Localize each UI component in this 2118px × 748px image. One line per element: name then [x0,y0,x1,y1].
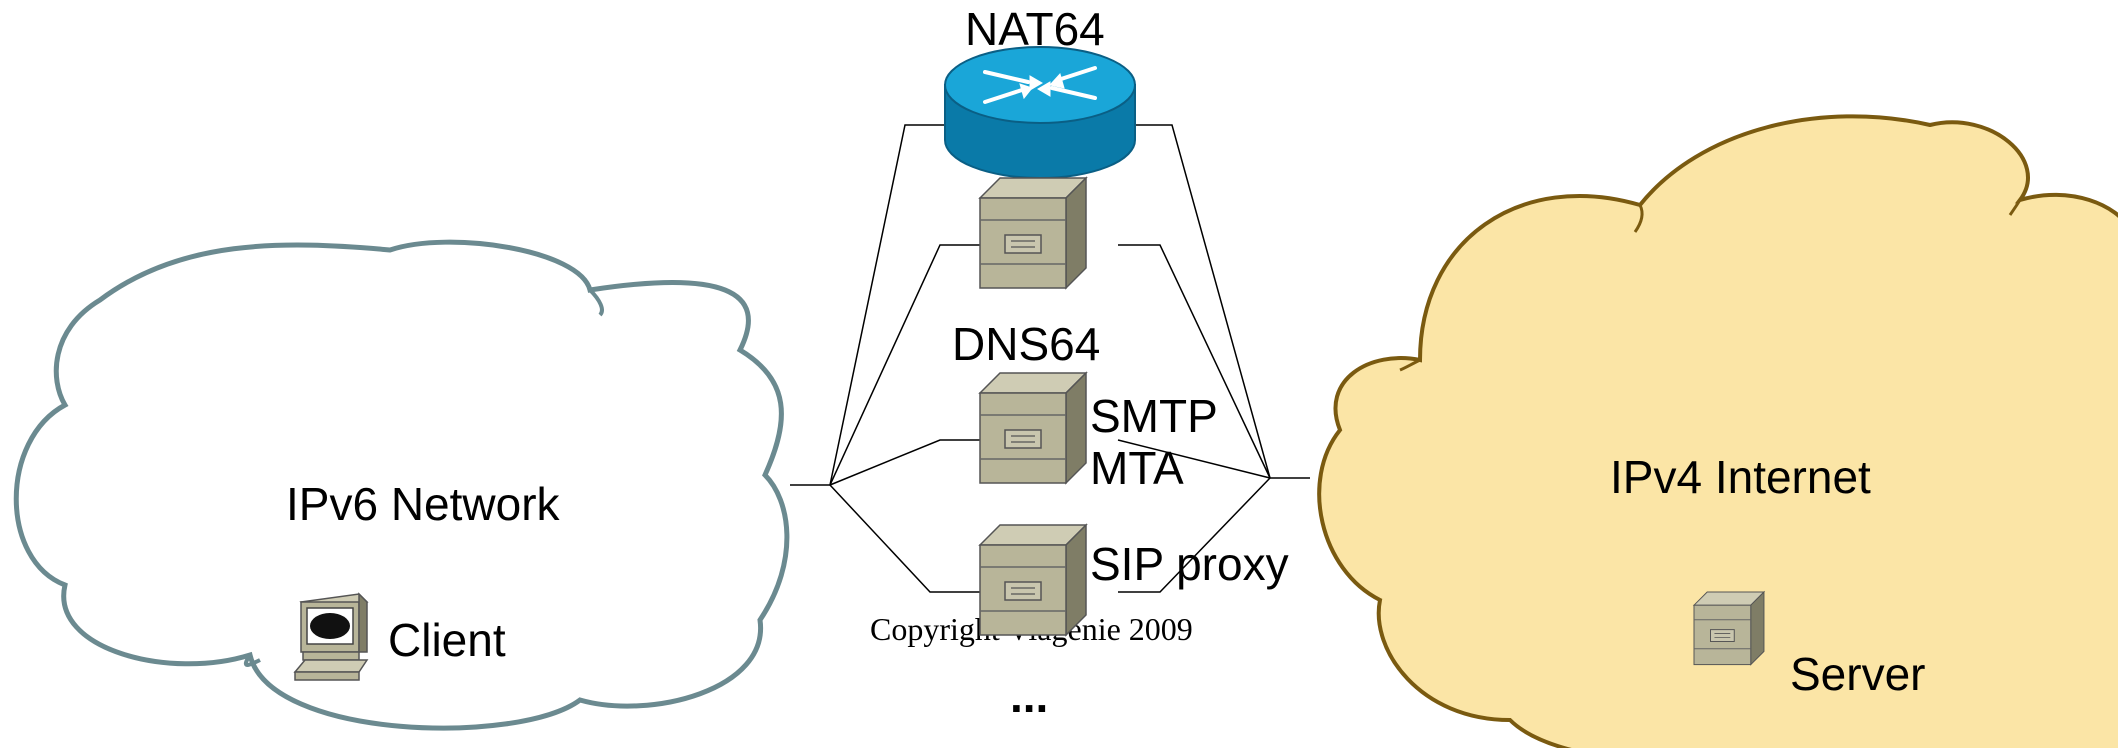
nat64-label: NAT64 [965,3,1105,55]
computer-icon [293,592,369,681]
ipv4-internet-label: IPv4 Internet [1610,451,1871,503]
ipv6-network-label: IPv6 Network [286,478,561,530]
server-icon [1693,591,1765,666]
more-services-ellipsis: ... [1010,670,1048,722]
connection-lines [790,124,1310,593]
server-icon [979,372,1087,484]
ipv4-cloud [1317,114,2118,748]
dns64-label: DNS64 [952,318,1100,370]
router-icon [944,46,1136,179]
ipv6-cloud [13,239,790,731]
mta-label: MTA [1090,442,1184,494]
client-label: Client [388,614,506,666]
server-icon [979,524,1087,636]
smtp-label: SMTP [1090,390,1218,442]
server-icon [979,177,1087,289]
sip-proxy-label: SIP proxy [1090,538,1289,590]
server-label: Server [1790,648,1925,700]
